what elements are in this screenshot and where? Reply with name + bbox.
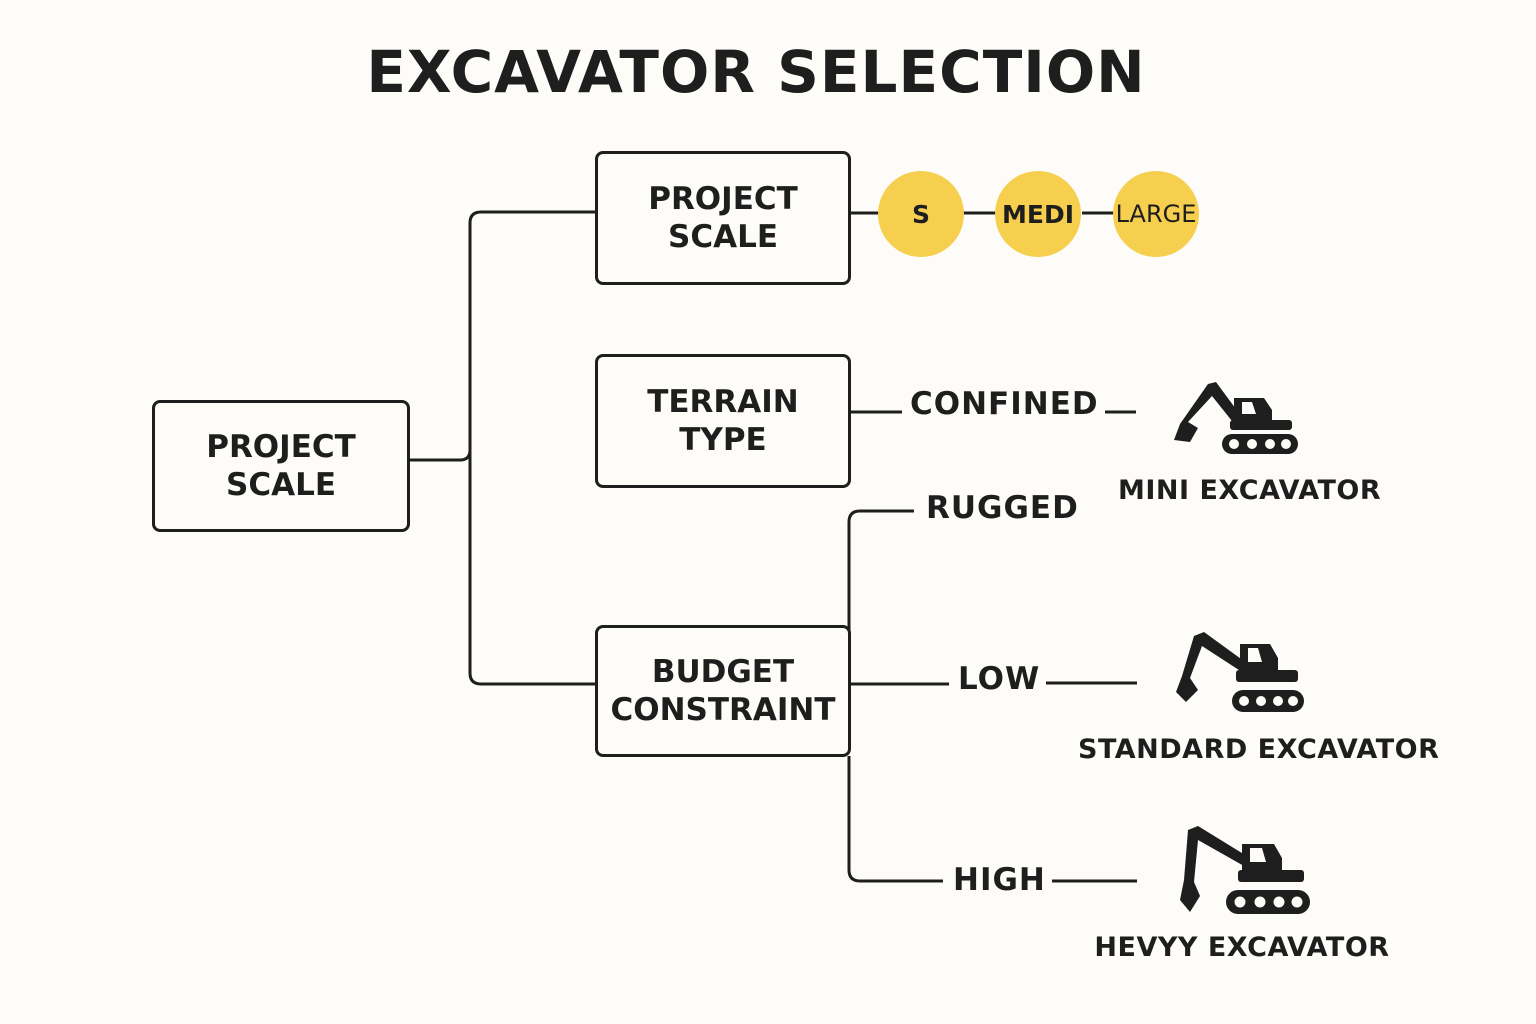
terrain-type-label: TERRAIN TYPE bbox=[647, 384, 799, 458]
standard-excavator-label: STANDARD EXCAVATOR bbox=[1078, 734, 1440, 765]
root-node: PROJECT SCALE bbox=[152, 400, 410, 532]
budget-constraint-node: BUDGET CONSTRAINT bbox=[595, 625, 851, 757]
scale-option-large: LARGE bbox=[1113, 171, 1199, 257]
terrain-type-node: TERRAIN TYPE bbox=[595, 354, 851, 488]
project-scale-label: PROJECT SCALE bbox=[648, 181, 798, 255]
branch-label-rugged: RUGGED bbox=[920, 488, 1085, 528]
root-node-label: PROJECT SCALE bbox=[206, 429, 356, 503]
excavator-icon bbox=[1180, 826, 1310, 914]
excavator-icon bbox=[1174, 382, 1298, 454]
project-scale-node: PROJECT SCALE bbox=[595, 151, 851, 285]
budget-constraint-label: BUDGET CONSTRAINT bbox=[610, 654, 836, 728]
heavy-excavator-label: HEVYY EXCAVATOR bbox=[1094, 932, 1390, 963]
excavator-icon bbox=[1176, 632, 1304, 712]
branch-label-low: LOW bbox=[952, 659, 1047, 699]
scale-option-medium: MEDI bbox=[995, 171, 1081, 257]
diagram-title: EXCAVATOR SELECTION bbox=[366, 38, 1146, 106]
scale-option-small: S bbox=[878, 171, 964, 257]
branch-label-confined: CONFINED bbox=[904, 384, 1105, 424]
branch-label-high: HIGH bbox=[947, 860, 1052, 900]
mini-excavator-label: MINI EXCAVATOR bbox=[1118, 475, 1382, 506]
